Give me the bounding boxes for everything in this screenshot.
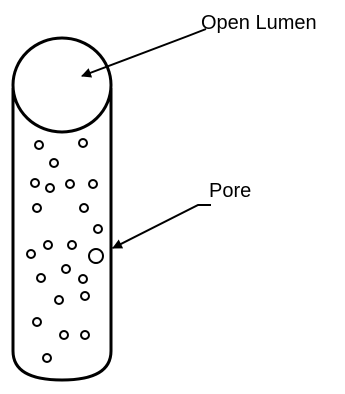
- pore-callout: Pore: [113, 180, 251, 248]
- pore-circle: [62, 265, 70, 273]
- pore-circle: [89, 249, 103, 263]
- open-lumen-callout: Open Lumen: [82, 12, 317, 76]
- open-lumen-leader-line: [82, 29, 206, 76]
- pore-circle: [68, 241, 76, 249]
- pore-circle: [33, 204, 41, 212]
- pore-circle: [50, 159, 58, 167]
- pore-circle: [33, 318, 41, 326]
- pore-circle: [66, 180, 74, 188]
- pore-circle: [60, 331, 68, 339]
- pore-circle: [89, 180, 97, 188]
- fiber-tube: [13, 38, 111, 380]
- pore-circle: [79, 275, 87, 283]
- pore-leader-line: [113, 205, 211, 248]
- pore-circle: [55, 296, 63, 304]
- pore-circle: [81, 292, 89, 300]
- pore-circle: [27, 250, 35, 258]
- pore-circle: [37, 274, 45, 282]
- open-lumen-label: Open Lumen: [201, 12, 317, 34]
- pore-circle: [44, 241, 52, 249]
- pore-circle: [81, 331, 89, 339]
- pore-circle: [94, 225, 102, 233]
- pore-circle: [31, 179, 39, 187]
- pore-circle: [43, 354, 51, 362]
- pore-circle: [46, 184, 54, 192]
- pore-circle: [79, 139, 87, 147]
- pore-label: Pore: [209, 180, 251, 202]
- pore-circle: [80, 204, 88, 212]
- lumen-opening: [13, 38, 111, 132]
- pore-circle: [35, 141, 43, 149]
